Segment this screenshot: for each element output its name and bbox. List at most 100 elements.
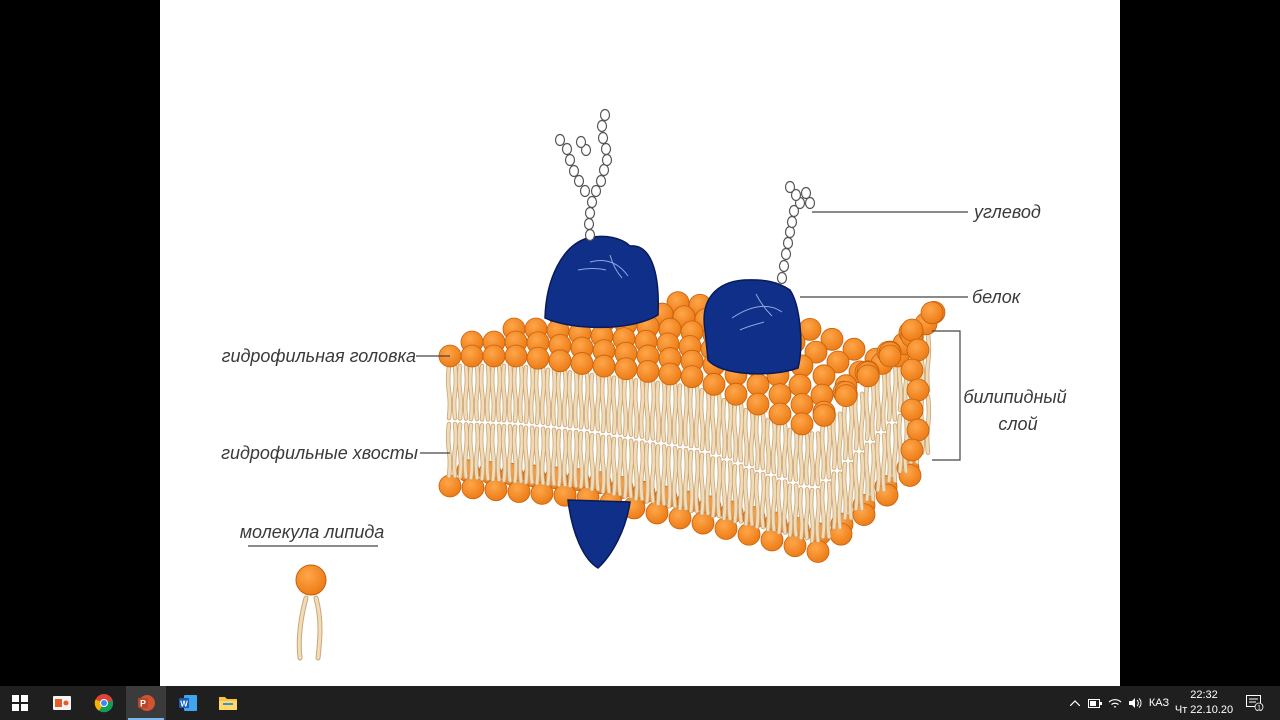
lipid-head [878, 344, 902, 368]
lipid-tail [721, 398, 733, 458]
notifications-button[interactable]: 1 [1240, 686, 1270, 720]
lipid-tail [589, 373, 601, 431]
clock-time: 22:32 [1190, 689, 1218, 701]
label-protein: белок [972, 287, 1022, 307]
powerpoint-icon: P [138, 695, 155, 711]
lipid-tail [457, 423, 469, 479]
lipid-tail [721, 461, 733, 521]
lipid-tail [765, 476, 777, 532]
lipid-tail [886, 424, 898, 483]
volume-tray-button[interactable] [1126, 686, 1144, 720]
lipid-head [746, 373, 770, 397]
lipid-tail [534, 427, 546, 485]
lipid-tail [853, 392, 865, 450]
word-button[interactable]: W [168, 686, 208, 720]
sugar-ring [786, 215, 798, 229]
battery-tray-button[interactable] [1086, 686, 1104, 720]
lipid-head [804, 340, 828, 364]
sugar-ring [598, 163, 610, 177]
file-explorer-button[interactable] [208, 686, 248, 720]
clock[interactable]: 22:32 Чт 22.10.20 [1168, 688, 1240, 718]
label-lipid-molecule: молекула липида [240, 522, 385, 542]
lipid-head [806, 540, 830, 563]
lipid-tail [556, 369, 568, 427]
lipid-head [460, 344, 484, 368]
lipid-tail [567, 370, 579, 428]
lipid-head [920, 301, 944, 325]
lipid-tail [875, 433, 887, 492]
lipid-head [900, 438, 924, 462]
lipid-head [820, 327, 844, 351]
lipid-tail [655, 444, 667, 506]
lipid-tail [578, 431, 590, 489]
lipid-tail [853, 452, 865, 511]
start-button[interactable] [0, 686, 40, 720]
sugar-ring [784, 180, 796, 194]
show-hidden-icons-button[interactable] [1066, 686, 1084, 720]
sugar-ring [788, 204, 800, 218]
lipid-head [900, 398, 924, 422]
lipid-tail [776, 423, 788, 478]
label-bilipid-layer-2: слой [998, 414, 1037, 434]
lipid-tail [578, 372, 590, 429]
sugar-ring [586, 195, 598, 209]
sugar-ring [564, 153, 576, 167]
language-indicator[interactable]: КАЗ [1148, 697, 1170, 709]
lipid-tail [457, 364, 469, 420]
network-tray-button[interactable] [1106, 686, 1124, 720]
lipid-tail [831, 412, 843, 470]
lipid-tail [644, 443, 656, 503]
lipid-tail [490, 364, 502, 422]
lipid-tail [589, 433, 601, 491]
lipid-tail [732, 403, 744, 462]
sugar-ring [599, 108, 611, 122]
sugar-ring [776, 271, 788, 285]
lipid-head [900, 358, 924, 382]
lipid-head [702, 372, 726, 396]
lipid-head [504, 344, 528, 368]
lipid-head [746, 392, 770, 416]
lipid-head [900, 318, 924, 342]
lipid-head [636, 359, 660, 383]
lipid-tail [798, 433, 810, 485]
lipid-tail [677, 384, 689, 446]
lipid-tail [512, 364, 524, 423]
lipid-tail [809, 432, 821, 486]
lipid-head [856, 364, 880, 388]
sugar-ring [568, 164, 580, 178]
lipid-tail [468, 423, 480, 480]
lipid-tail [666, 382, 678, 444]
lipid-head [658, 362, 682, 386]
lipid-tail [688, 450, 700, 513]
leader-lines [416, 211, 968, 461]
sugar-ring [584, 228, 596, 242]
sugar-ring [782, 236, 794, 250]
sugar-ring [597, 131, 609, 145]
sugar-ring [601, 153, 613, 167]
lipid-tail [523, 426, 535, 484]
lipid-tail [479, 424, 491, 481]
cell-membrane-diagram: углевод белок гидрофильная головка гидро… [221, 108, 1067, 661]
lipid-tail [523, 365, 535, 424]
protein-left [544, 235, 659, 329]
protein-bottom [567, 499, 631, 569]
chrome-button[interactable] [84, 686, 124, 720]
lipid-tail [820, 422, 832, 479]
lipid-head [790, 393, 814, 416]
lipid-tail [446, 422, 458, 478]
lipid-tail [842, 462, 854, 520]
taskbar-app-button[interactable] [42, 686, 82, 720]
folder-icon [219, 697, 237, 710]
presentation-slide: углевод белок гидрофильная головка гидро… [160, 0, 1120, 686]
lipid-tail [798, 488, 810, 540]
lipid-tail [743, 468, 755, 526]
sugar-ring [600, 142, 612, 156]
powerpoint-button[interactable]: P [126, 686, 166, 720]
sugar-ring [573, 174, 585, 188]
lipid-tail [787, 484, 799, 537]
lipid-head [680, 365, 704, 389]
lipid-tail [787, 428, 799, 481]
windows-logo-icon [12, 695, 28, 711]
lipid-tail [710, 393, 722, 454]
lipid-tail [655, 381, 667, 442]
